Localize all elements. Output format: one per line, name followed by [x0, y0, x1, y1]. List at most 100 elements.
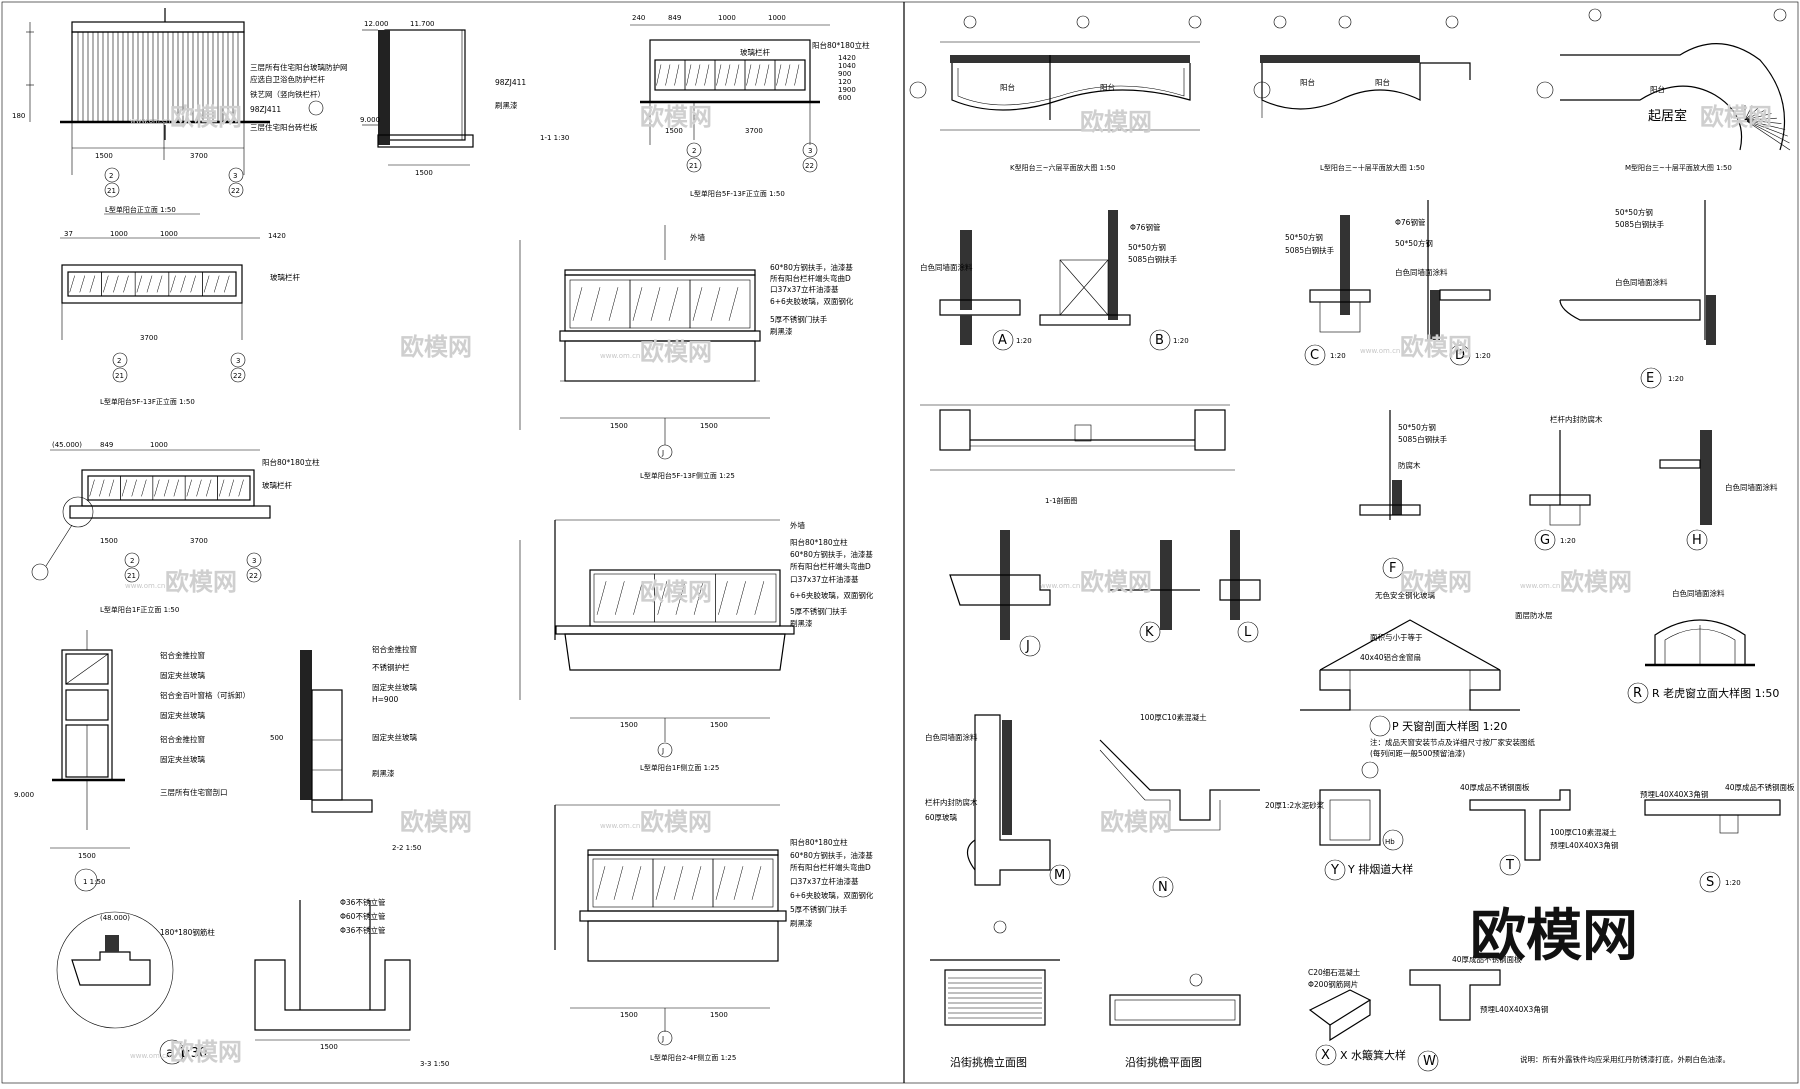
note-label: 铝合金推拉窗 — [160, 734, 205, 744]
plan-m: 阳台 起居室 M型阳台三~十层平面放大图 1:50 — [1536, 8, 1791, 172]
note-label: 刷黑漆 — [495, 100, 518, 110]
dim-label: 11.700 — [410, 20, 435, 28]
dim-label: (48.000) — [100, 914, 130, 922]
bottom-note: 说明：所有外露铁件均应采用红丹防锈漆打底，外刷白色油漆。 — [1520, 1054, 1730, 1064]
plan-title: M型阳台三~十层平面放大图 1:50 — [1625, 163, 1732, 172]
detail-label: Y — [1330, 863, 1339, 878]
detail-label: R — [1633, 686, 1642, 701]
detail-title: X 水簸箕大样 — [1340, 1048, 1406, 1062]
watermark-text: 欧模网 — [170, 1038, 242, 1066]
note-label: 98ZJ411 — [250, 105, 281, 114]
note-label: 20厚1:2水泥砂浆 — [1265, 800, 1325, 810]
note-label: 白色同墙面涂料 — [1672, 588, 1725, 598]
dim-label: 1500 — [700, 422, 718, 430]
note-label: 外墙 — [690, 232, 705, 242]
detail-label: C — [1310, 348, 1319, 363]
watermark-text: 欧模网 — [170, 103, 242, 131]
dim-label: 1000 — [718, 14, 736, 22]
note-label: 60*80方钢扶手，油漆基 — [770, 262, 853, 272]
dim-label: 12.000 — [364, 20, 389, 28]
note-label: 面层防水层 — [1515, 610, 1553, 620]
dim-label: 1500 — [95, 152, 113, 160]
dim-label: 900 — [838, 70, 851, 78]
note-label: 5085白钢扶手 — [1398, 434, 1448, 444]
note-label: 刷黑漆 — [770, 326, 793, 336]
detail-label: L — [1244, 625, 1252, 640]
elevation-railing-glass-1: 240 849 1000 1000 阳台80*180立柱 玻璃栏杆 1420 1… — [630, 14, 870, 198]
watermark-site: www.om.cn — [130, 1052, 170, 1060]
note-label: 阳台80*180立柱 — [790, 537, 848, 547]
plan-k: 阳台 阳台 K型阳台三~六层平面放大图 1:50 — [909, 15, 1202, 172]
detail-label: K — [1145, 625, 1154, 640]
view-title: 1-1 1:30 — [540, 134, 569, 142]
dim-label: 1500 — [320, 1043, 338, 1051]
note-label: 固定夹丝玻璃 — [372, 682, 417, 692]
dim-label: 3700 — [190, 537, 208, 545]
note-label: 100厚C10素混凝土 — [1550, 827, 1617, 837]
detail-p-skylight: 无色安全钢化玻璃 面积与小于等于 40x40铝合金窗扇 面层防水层 P 天窗剖面… — [1300, 590, 1553, 758]
detail-label: A — [998, 333, 1007, 348]
note-label: 注：成品天窗安装节点及详细尺寸按厂家安装图纸 — [1370, 737, 1535, 747]
note-label: 预埋L40X40X3角钢 — [1640, 789, 1708, 799]
note-label: 刷黑漆 — [790, 918, 813, 928]
note-label: Φ36不锈立管 — [340, 925, 386, 935]
watermark-site: www.om.cn — [600, 352, 640, 360]
watermark-site: www.om.cn — [1040, 582, 1080, 590]
dim-label: 120 — [838, 78, 851, 86]
dim-label: 500 — [270, 734, 283, 742]
note-label: 预埋L40X40X3角钢 — [1550, 840, 1618, 850]
note-label: 玻璃栏杆 — [262, 480, 292, 490]
note-label: 铝合金百叶窗格（可拆卸） — [160, 690, 250, 700]
note-label: C20细石混凝土 — [1308, 967, 1361, 977]
section-3-3: Φ36不锈立管 Φ60不锈立管 Φ36不锈立管 1500 3-3 1:50 — [254, 897, 449, 1068]
detail-y-flue: 20厚1:2水泥砂浆 Hb Y Y 排烟道大样 — [1265, 761, 1413, 881]
watermark-text: 欧模网 — [1100, 808, 1172, 836]
detail-label: J — [1025, 639, 1030, 654]
note-label: (每列间距一般500预留油漆) — [1370, 748, 1465, 758]
note-label: 50*50方钢 — [1285, 232, 1323, 242]
dim-label: 3700 — [140, 334, 158, 342]
detail-a: 180*180钢筋柱 (48.000) a 1:30 — [56, 911, 215, 1065]
dim-label: 1900 — [838, 86, 856, 94]
watermark-text: 欧模网 — [1400, 333, 1472, 361]
dim-label: 1500 — [710, 721, 728, 729]
dim-label: 180 — [12, 112, 25, 120]
dim-label: 1420 — [838, 54, 856, 62]
detail-w-section: 40厚成品不锈钢面板 预埋L40X40X3角钢 W — [1409, 954, 1548, 1072]
side-elevation-2: 外墙 阳台80*180立柱 60*80方钢扶手，油漆基 所有阳台栏杆端头弯曲D … — [519, 519, 874, 772]
note-label: 栏杆内封防腐木 — [925, 797, 978, 807]
detail-b-section: Φ76钢管 50*50方钢 5085白钢扶手 B 1:20 — [1039, 210, 1189, 351]
note-label: 阳台80*180立柱 — [790, 837, 848, 847]
section-2-2: 铝合金推拉窗 不锈钢护栏 固定夹丝玻璃 H=900 固定夹丝玻璃 刷黑漆 500… — [270, 644, 421, 852]
watermark-site: www.om.cn — [1520, 582, 1560, 590]
detail-x-splash: C20细石混凝土 Φ200钢筋网片 X X 水簸箕大样 — [1308, 967, 1406, 1066]
axis-label: J — [661, 449, 664, 457]
side-elevation-3: 阳台80*180立柱 60*80方钢扶手，油漆基 所有阳台栏杆端头弯曲D 口37… — [554, 804, 874, 1062]
window-elevation: 铝合金推拉窗 固定夹丝玻璃 铝合金百叶窗格（可拆卸） 固定夹丝玻璃 铝合金推拉窗… — [14, 630, 250, 892]
note-label: 180*180钢筋柱 — [160, 927, 215, 937]
dim-label: 1500 — [665, 127, 683, 135]
scale-label: 1:20 — [1725, 879, 1741, 887]
note-label: 50*50方钢 — [1395, 238, 1433, 248]
note-label: 50*50方钢 — [1615, 207, 1653, 217]
note-label: 40厚成品不锈钢面板 — [1725, 782, 1795, 792]
note-label: 40厚成品不锈钢面板 — [1460, 782, 1530, 792]
note-label: 口37x37立杆油漆基 — [790, 574, 859, 584]
detail-c-section: 50*50方钢 5085白钢扶手 C 1:20 — [1285, 215, 1371, 366]
room-label: 阳台 — [1100, 82, 1115, 92]
note-label: 不锈钢护栏 — [372, 662, 410, 672]
section-1-1: 12.000 11.700 9.000 1500 98ZJ411 刷黑漆 1-1… — [360, 20, 569, 177]
plan-title: L型阳台三~十层平面放大图 1:50 — [1320, 163, 1425, 172]
note-label: 所有阳台栏杆端头弯曲D — [770, 273, 851, 283]
detail-label: H — [1692, 533, 1702, 548]
detail-k-section: K — [1110, 540, 1200, 643]
note-label: 白色同墙面涂料 — [1725, 482, 1778, 492]
detail-title: Y 排烟道大样 — [1347, 862, 1413, 876]
axis-label: 2 — [692, 147, 696, 155]
detail-label: T — [1505, 858, 1514, 873]
view-title: L型单阳台2-4F侧立面 1:25 — [650, 1053, 736, 1062]
note-label: Φ76钢管 — [1395, 217, 1426, 227]
axis-label: 21 — [127, 572, 136, 580]
note-label: 阳台80*180立柱 — [262, 457, 320, 467]
